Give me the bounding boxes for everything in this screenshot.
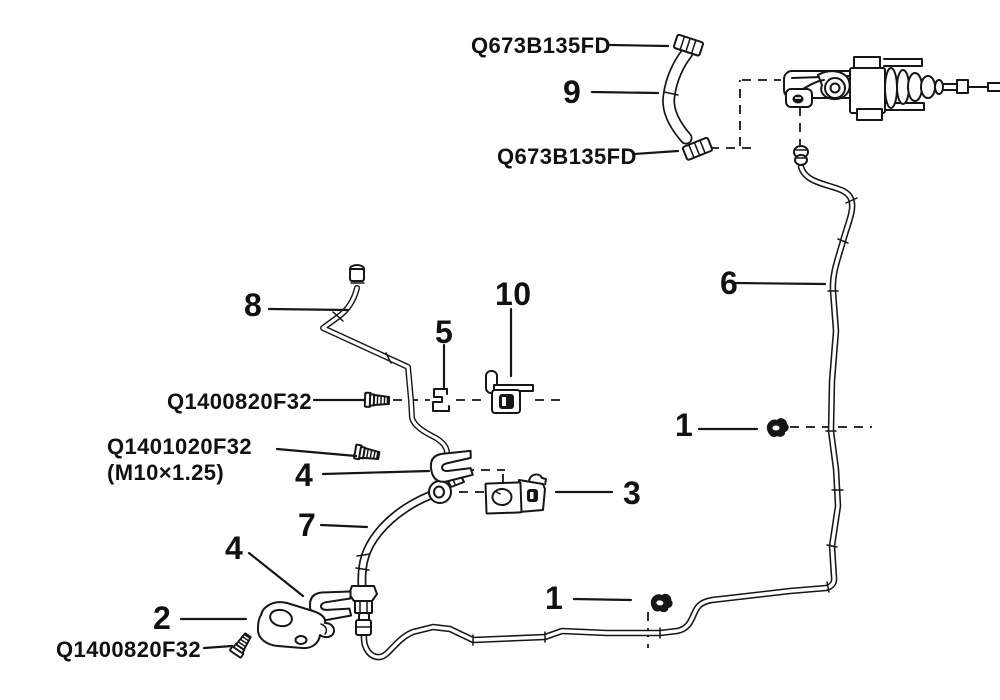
bolt-q1400820-mid (363, 391, 391, 409)
clip-1-bottom (650, 593, 673, 613)
bracket-10 (485, 370, 534, 414)
callout-1-bottom: 1 (545, 580, 564, 616)
leader-lines (179, 43, 827, 650)
callout-4-upper: 4 (295, 457, 314, 493)
callout-3: 3 (623, 475, 642, 511)
callout-9: 9 (563, 74, 582, 110)
callout-7: 7 (298, 507, 317, 543)
part-number-q673-top: Q673B135FD (471, 33, 611, 58)
pipe-8 (320, 264, 450, 456)
callout-6: 6 (720, 265, 739, 301)
bracket-2 (256, 601, 335, 650)
hose-7-end-fitting (348, 585, 378, 614)
part-number-q673-bottom: Q673B135FD (497, 144, 637, 169)
clutch-master-cylinder (783, 56, 1000, 121)
pipe-8-fitting (349, 264, 365, 284)
part-number-q1401020: Q1401020F32 (107, 434, 253, 459)
hose-9 (662, 33, 713, 161)
pipe-6 (355, 145, 858, 661)
hose-clamp-bottom (681, 136, 713, 161)
callout-10: 10 (495, 276, 532, 312)
hose-clamp-top (672, 33, 704, 57)
u-clip-4-upper (429, 449, 474, 483)
callout-8: 8 (244, 287, 263, 323)
callout-4-lower: 4 (225, 530, 244, 566)
bracket-3 (484, 473, 547, 515)
bolt-q1400820-bottom (228, 630, 255, 659)
clip-5 (432, 388, 450, 412)
clip-1-right (766, 418, 789, 438)
callout-5: 5 (435, 314, 454, 350)
callout-1-right: 1 (675, 407, 694, 443)
callout-2: 2 (153, 600, 172, 636)
part-number-q1401020-spec: (M10×1.25) (107, 460, 225, 485)
hose-7 (348, 473, 465, 614)
bolt-q1401020 (352, 443, 381, 464)
part-number-q1400820-mid: Q1400820F32 (167, 389, 313, 414)
part-number-q1400820-bottom: Q1400820F32 (56, 637, 202, 662)
